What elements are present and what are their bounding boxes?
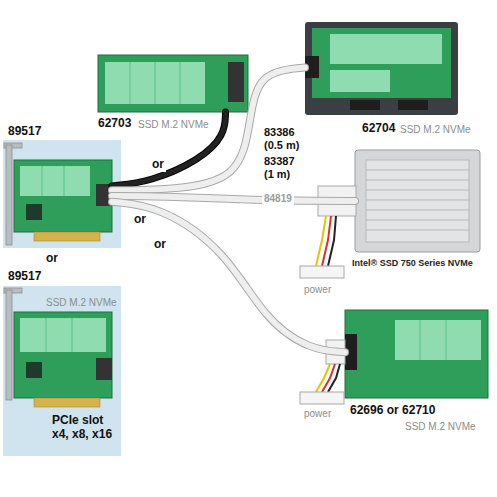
ssd-fin [366,170,469,171]
slot-note: PCIe slot x4, x8, x16 [52,414,118,442]
ssd-fin [366,230,469,231]
cable [112,202,345,352]
chip [26,204,42,220]
m2-slot-mark [72,318,73,352]
cable-casing [112,196,355,201]
ssd-fins [366,160,469,242]
m2-slot-mark [446,320,447,360]
ssd-fin [366,220,469,221]
m2-slot [20,318,106,352]
power-plug [300,392,344,404]
m2-slot-mark [420,320,421,360]
slot-bracket [6,290,12,400]
enclosure-adapter: 62704SSD M.2 NVMe [305,22,458,115]
cable-core [112,202,345,352]
sata-connector [350,100,380,110]
power-note: power [304,408,331,420]
m2-slot [395,320,481,360]
m2-slot-mark [46,318,47,352]
alternative-word: or [150,158,166,172]
alternative-word: or [46,252,58,266]
power-plug [300,266,344,278]
slot-bracket [6,145,12,245]
m2-slot [330,70,390,92]
device-type: SSD M.2 NVMe [46,297,117,309]
cable-core [112,68,305,191]
power-note: power [304,284,331,296]
alternative-word: or [152,238,168,252]
cable [112,196,355,201]
chip [26,362,42,378]
card-panel [3,286,121,456]
product-name: Intel® SSD 750 Series NVMe [352,258,473,268]
m2-slot-mark [42,166,43,196]
m2-slot-mark [130,62,131,104]
circuit-board [98,55,248,112]
device-type: SSD M.2 NVMe [400,124,471,136]
power-wire [322,364,335,392]
ssd-housing [355,150,480,252]
m2-slot-mark [180,62,181,104]
frame [305,22,458,115]
sff-connector [96,358,112,380]
pcie-fingers [34,232,100,241]
part-number: 62696 or 62710 [350,404,435,418]
power-wire [316,364,330,392]
circuit-board [14,160,112,232]
board-connector [228,62,244,102]
cable-number: 83387 (1 m) [264,155,302,180]
device-type: SSD M.2 NVMe [138,119,209,131]
cable-casing [112,68,305,191]
cable-number: 84819 [262,193,294,205]
pcie-fingers [34,398,100,407]
power-wire [328,364,340,392]
part-number: 62703 [98,117,131,131]
pcie-card: 89517SSD M.2 NVMePCIe slot x4, x8, x16 [14,312,112,398]
circuit-board [345,310,488,398]
cable-casing [112,202,345,352]
sata-connector [398,100,428,110]
part-number: 62704 [362,122,395,136]
circuit-board [14,312,112,398]
ssd-fin [366,210,469,211]
ssd-fin [366,190,469,191]
m2-slot-mark [64,166,65,196]
ssd-fin [366,200,469,201]
power-wire [328,216,336,266]
cable-core [112,196,355,201]
adapter-board: 62703SSD M.2 NVMe [98,55,248,112]
ssd-fin [366,180,469,181]
part-number: 89517 [8,125,41,139]
cable [112,68,305,191]
card-panel [3,140,121,248]
circuit-board [312,28,451,98]
m2-slot-mark [155,62,156,104]
pcie-card: 89517 [14,160,112,232]
m2-slot [20,166,90,196]
alternative-word: or [132,213,148,227]
device-type: SSD M.2 NVMe [405,421,476,433]
ssd-drive: Intel® SSD 750 Series NVMe [355,150,480,252]
cable-number: 83386 (0.5 m) [264,126,308,151]
adapter-board: 62696 or 62710SSD M.2 NVMe [345,310,488,398]
m2-slot [330,34,442,64]
part-number: 89517 [8,270,41,284]
m2-slot [105,62,205,104]
